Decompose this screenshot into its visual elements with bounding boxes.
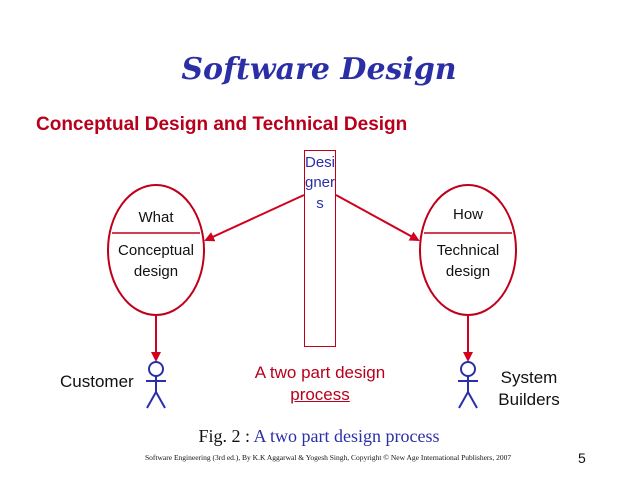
figure-caption: Fig. 2 : A two part design process (0, 426, 638, 447)
system-builders-actor-icon (458, 361, 478, 409)
what-label: What (138, 209, 174, 226)
slide-subtitle: Conceptual Design and Technical Design (36, 114, 408, 135)
technical-label-line2: design (445, 263, 491, 280)
page-number: 5 (578, 450, 586, 466)
technical-label-line1: Technical (436, 242, 500, 259)
figure-caption-prefix: Fig. 2 : (198, 426, 251, 446)
arrow-designers-to-technical (335, 194, 420, 241)
center-caption-line1: A two part design (254, 363, 386, 382)
slide-title: Software Design (181, 52, 457, 87)
how-label: How (452, 206, 483, 223)
conceptual-label-line1: Conceptual (118, 242, 194, 259)
system-label: System (500, 368, 558, 387)
figure-caption-text: A two part design process (253, 426, 440, 446)
builders-label: Builders (498, 390, 560, 409)
conceptual-label-line2: design (133, 263, 179, 280)
arrow-designers-to-conceptual (204, 194, 305, 242)
designers-box (304, 150, 336, 347)
customer-label: Customer (60, 372, 134, 391)
customer-actor-icon (146, 361, 166, 409)
center-caption-line2: process (290, 385, 350, 404)
designers-label: Designers (304, 154, 336, 212)
footer-copyright: Software Engineering (3rd ed.), By K.K A… (145, 453, 512, 462)
